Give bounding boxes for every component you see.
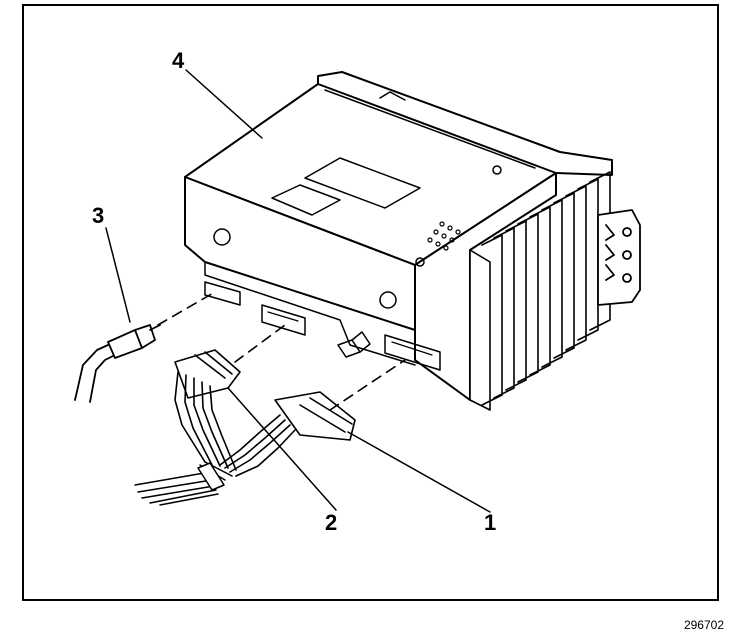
leader-lines xyxy=(105,69,491,513)
heat-sink xyxy=(469,171,611,411)
figure-id: 296702 xyxy=(683,618,724,632)
callout-4: 4 xyxy=(172,48,185,73)
callout-3: 3 xyxy=(92,203,105,228)
assembly-lines xyxy=(157,291,406,411)
connector-1-harness xyxy=(219,391,356,477)
antenna-lead xyxy=(74,324,161,403)
callout-2: 2 xyxy=(325,510,338,535)
connector-2-harness xyxy=(174,349,241,471)
wire-bundle xyxy=(134,461,233,506)
callout-1: 1 xyxy=(484,510,497,535)
figure-border xyxy=(22,4,719,601)
radio-chassis xyxy=(184,71,613,401)
mounting-bracket xyxy=(597,209,641,306)
